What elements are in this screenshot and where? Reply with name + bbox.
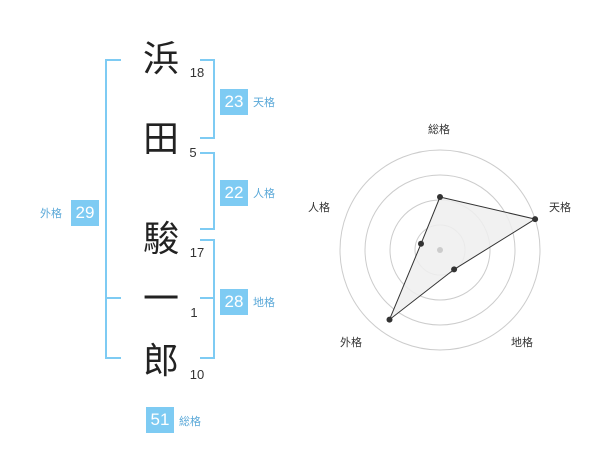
tenkaku-label: 天格 bbox=[253, 96, 275, 109]
jinkaku-bracket bbox=[200, 152, 215, 230]
radar-point bbox=[386, 316, 393, 323]
stroke-count-5: 10 bbox=[189, 367, 205, 382]
gaikaku-value: 29 bbox=[71, 200, 99, 226]
chikaku-value: 28 bbox=[220, 289, 248, 315]
jinkaku-label: 人格 bbox=[253, 187, 275, 200]
radar-point bbox=[451, 266, 458, 273]
radar-ring bbox=[339, 149, 541, 351]
tenkaku-value: 23 bbox=[220, 89, 248, 115]
radar-label-tenkaku: 天格 bbox=[549, 201, 571, 214]
jinkaku-value: 22 bbox=[220, 180, 248, 206]
radar-label-soukaku: 総格 bbox=[428, 123, 450, 136]
radar-point bbox=[437, 194, 443, 200]
radar-ring bbox=[364, 174, 516, 326]
radar-polygon bbox=[388, 196, 537, 322]
radar-point bbox=[418, 240, 424, 247]
stroke-count-2: 5 bbox=[189, 145, 197, 160]
name-char-1: 浜 bbox=[142, 39, 179, 80]
name-char-4: 一 bbox=[142, 279, 179, 320]
name-char-5: 郎 bbox=[142, 341, 179, 382]
chikaku-label: 地格 bbox=[253, 296, 275, 309]
gaikaku-bracket bbox=[105, 59, 121, 359]
radar-label-gaikaku: 外格 bbox=[340, 336, 362, 349]
gaikaku-label: 外格 bbox=[40, 207, 62, 220]
name-char-2: 田 bbox=[142, 119, 179, 160]
soukaku-label: 総格 bbox=[179, 415, 201, 428]
soukaku-value: 51 bbox=[146, 407, 174, 433]
stroke-count-1: 18 bbox=[189, 65, 205, 80]
name-char-3: 駿 bbox=[142, 219, 179, 260]
radar-label-jinkaku: 人格 bbox=[308, 201, 330, 214]
tenkaku-bracket bbox=[200, 59, 215, 139]
radar-label-chikaku: 地格 bbox=[511, 336, 533, 349]
radar-center bbox=[437, 247, 443, 253]
radar-point bbox=[532, 216, 539, 223]
stroke-count-3: 17 bbox=[189, 245, 205, 260]
stroke-count-4: 1 bbox=[190, 305, 198, 320]
